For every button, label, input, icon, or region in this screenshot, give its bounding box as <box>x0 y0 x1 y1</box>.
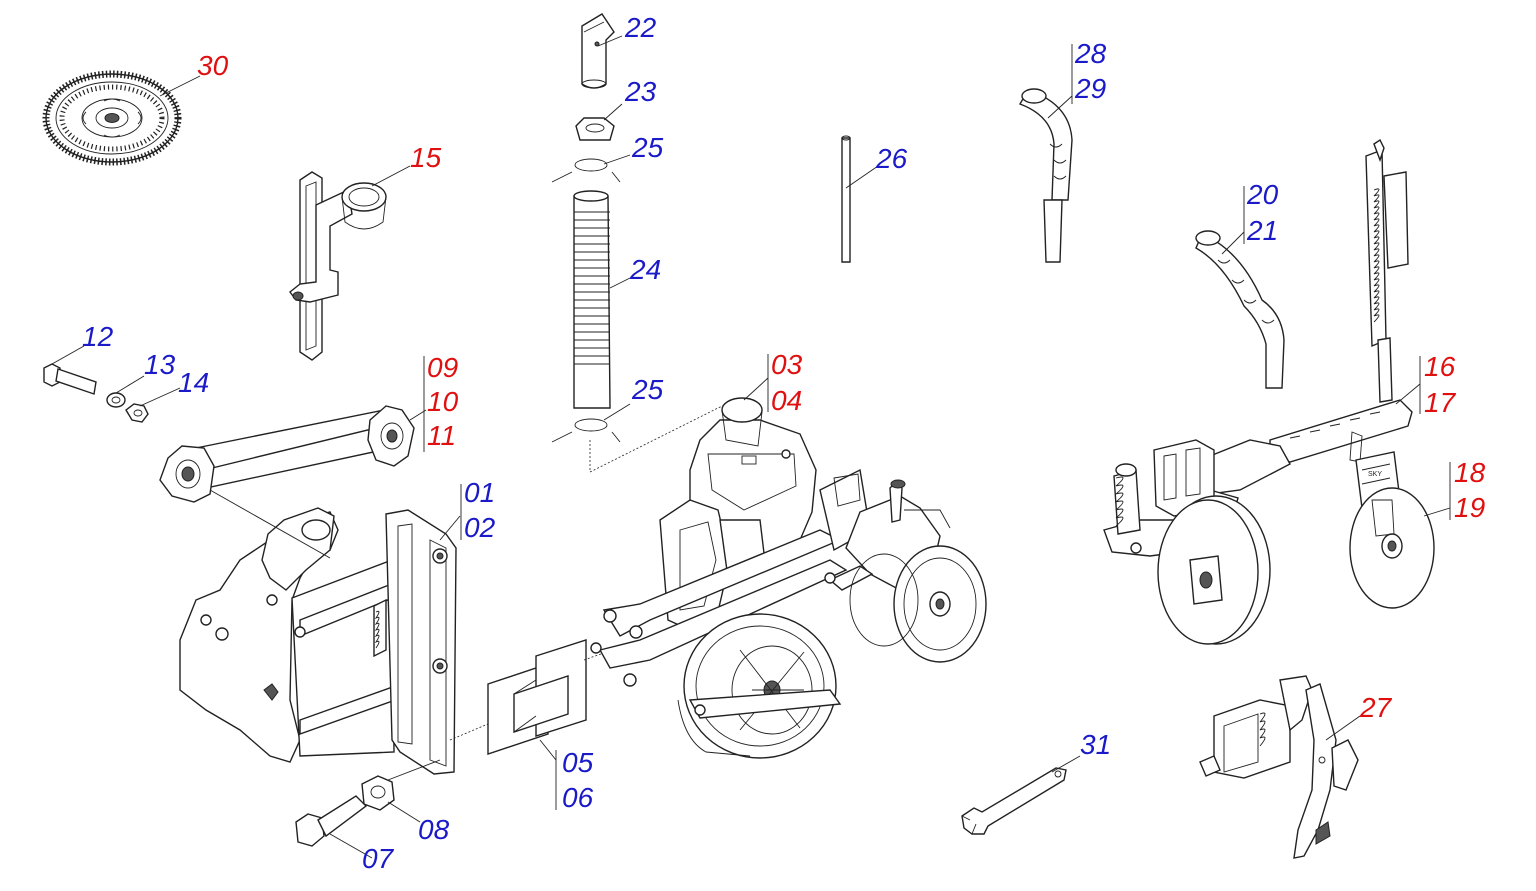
part-labels: 30 15 12 13 14 09 10 11 01 02 07 08 05 0… <box>82 12 1486 874</box>
label-15: 15 <box>410 142 442 173</box>
label-11: 11 <box>427 420 456 451</box>
label-28: 28 <box>1074 38 1107 69</box>
label-09: 09 <box>427 352 458 383</box>
seed-disc-part-30 <box>42 70 201 166</box>
label-01: 01 <box>464 477 495 508</box>
label-29: 29 <box>1074 73 1106 104</box>
shank-part-27 <box>1199 675 1361 859</box>
bolt-washer-nut-parts-12-14 <box>43 345 181 423</box>
adapter-tube-parts-05-06 <box>449 639 641 810</box>
bolt-nut-parts-07-08 <box>295 759 441 859</box>
seed-tube-assembly-parts-22-25 <box>551 13 731 473</box>
label-24: 24 <box>629 254 661 285</box>
parallel-link-arm-parts-09-11 <box>159 356 427 503</box>
bracket-part-15 <box>289 165 411 361</box>
label-08: 08 <box>418 814 450 845</box>
label-02: 02 <box>464 512 496 543</box>
label-13: 13 <box>144 349 176 380</box>
decal-text: SKY <box>1368 471 1382 478</box>
label-25-upper: 25 <box>631 132 664 163</box>
label-27: 27 <box>1359 692 1393 723</box>
label-03: 03 <box>771 349 803 380</box>
label-25-lower: 25 <box>631 374 664 405</box>
label-16: 16 <box>1424 351 1456 382</box>
label-06: 06 <box>562 782 594 813</box>
label-19: 19 <box>1454 492 1485 523</box>
gauge-disc-parts-18-19: SKY <box>1349 451 1451 609</box>
toolbar-arm-parts-16-17 <box>1199 138 1421 513</box>
label-26: 26 <box>875 143 908 174</box>
label-20: 20 <box>1246 179 1279 210</box>
label-14: 14 <box>178 367 209 398</box>
label-07: 07 <box>362 843 395 874</box>
label-10: 10 <box>427 386 459 417</box>
label-05: 05 <box>562 747 594 778</box>
mounting-frame-parts-01-02 <box>179 484 462 775</box>
label-30: 30 <box>197 50 229 81</box>
rod-part-26 <box>841 135 879 263</box>
label-21: 21 <box>1246 215 1278 246</box>
label-18: 18 <box>1454 457 1486 488</box>
label-31: 31 <box>1080 729 1111 760</box>
curved-tube-parts-28-29 <box>1018 44 1073 263</box>
planter-unit-parts-03-04 <box>590 354 987 759</box>
label-23: 23 <box>624 76 657 107</box>
label-22: 22 <box>624 12 657 43</box>
curved-tube-parts-20-21 <box>1195 186 1285 389</box>
label-04: 04 <box>771 385 802 416</box>
label-17: 17 <box>1424 387 1457 418</box>
label-12: 12 <box>82 321 114 352</box>
opener-disc-assembly <box>1103 439 1271 645</box>
wrench-part-31 <box>961 755 1081 835</box>
